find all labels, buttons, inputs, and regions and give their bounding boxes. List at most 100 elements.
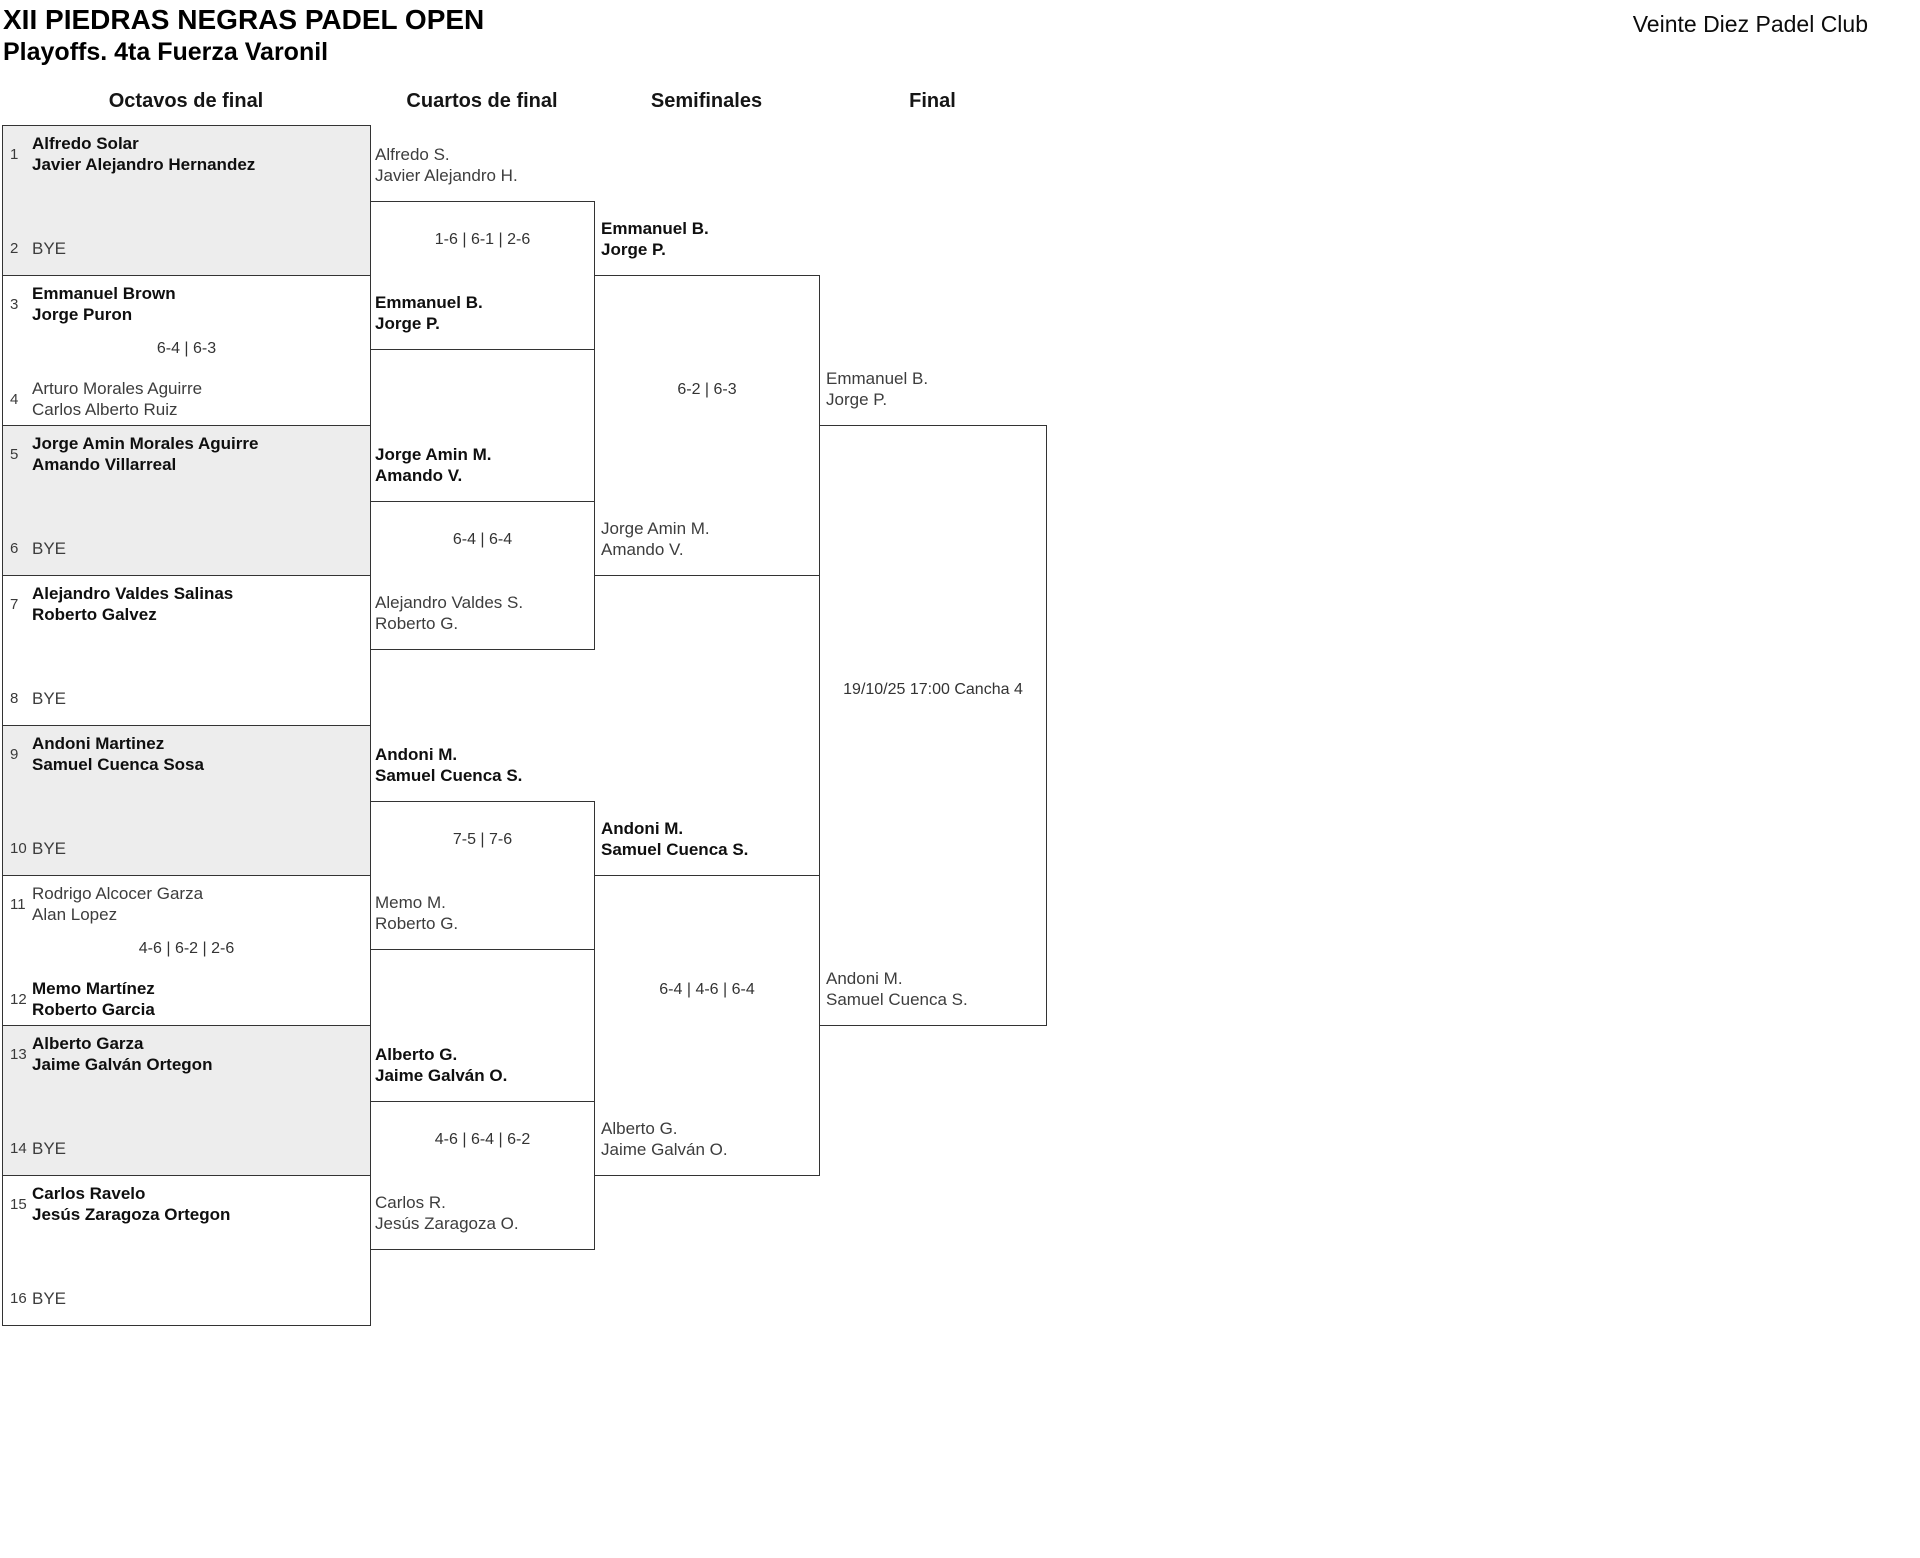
seed-number: 5 (10, 445, 19, 463)
player-name: Samuel Cuenca S. (601, 840, 749, 859)
player-name: Alejandro Valdes Salinas (32, 584, 234, 603)
player-name: Alan Lopez (32, 905, 118, 924)
seed-number: 11 (10, 895, 26, 913)
sf1-team-bottom: Jorge Amin M. Amando V. (601, 518, 819, 560)
qf1-team-bottom: Emmanuel B. Jorge P. (375, 292, 593, 334)
match-score: 1-6 | 6-1 | 2-6 (434, 231, 531, 248)
round-header-semifinales: Semifinales (650, 90, 763, 112)
slot-seed-9: 9 Andoni Martinez Samuel Cuenca Sosa (10, 733, 362, 775)
player-name: Emmanuel B. (601, 219, 709, 238)
player-name: Emmanuel B. (375, 293, 483, 312)
seed-number: 10 (10, 840, 27, 857)
player-name: Jorge P. (826, 390, 888, 409)
slot-seed-8: 8 BYE (10, 688, 362, 709)
slot-seed-12: 12 Memo Martínez Roberto Garcia (10, 978, 362, 1020)
player-name: Jaime Galván O. (601, 1140, 728, 1159)
r16-match-8: 15 Carlos Ravelo Jesús Zaragoza Ortegon … (3, 1176, 370, 1326)
seed-number: 8 (10, 690, 19, 707)
player-name: Jesús Zaragoza Ortegon (32, 1205, 231, 1224)
player-name: Amando V. (375, 466, 463, 485)
player-name: Javier Alejandro Hernandez (32, 155, 256, 174)
player-name: Alejandro Valdes S. (375, 593, 524, 612)
slot-seed-14: 14 BYE (10, 1138, 362, 1159)
team-names: Arturo Morales Aguirre Carlos Alberto Ru… (32, 378, 202, 420)
seed-number: 2 (10, 240, 19, 257)
player-name: Jorge P. (601, 240, 666, 259)
player-name: Alberto Garza (32, 1034, 144, 1053)
team-names: Memo Martínez Roberto Garcia (32, 978, 155, 1020)
seed-number: 6 (10, 540, 19, 557)
qf3-team-top: Andoni M. Samuel Cuenca S. (375, 744, 593, 786)
player-name: Alberto G. (601, 1119, 678, 1138)
player-name: Samuel Cuenca S. (826, 990, 968, 1009)
match-score: 4-6 | 6-2 | 2-6 (138, 940, 235, 957)
player-name: Alfredo Solar (32, 134, 139, 153)
bye-label: BYE (32, 1139, 67, 1158)
qf2-team-top: Jorge Amin M. Amando V. (375, 444, 593, 486)
seed-number: 14 (10, 1140, 27, 1157)
player-name: Jorge Amin Morales Aguirre (32, 434, 259, 453)
r16-match-4: 7 Alejandro Valdes Salinas Roberto Galve… (3, 576, 370, 726)
slot-seed-13: 13 Alberto Garza Jaime Galván Ortegon (10, 1033, 362, 1075)
slot-seed-16: 16 BYE (10, 1288, 362, 1309)
team-names: BYE (32, 1138, 66, 1159)
r16-match-3: 5 Jorge Amin Morales Aguirre Amando Vill… (3, 426, 370, 576)
slot-seed-4: 4 Arturo Morales Aguirre Carlos Alberto … (10, 378, 362, 420)
player-name: Andoni Martinez (32, 734, 165, 753)
match-score: 6-4 | 6-4 (452, 531, 513, 548)
team-names: Alberto Garza Jaime Galván Ortegon (32, 1033, 212, 1075)
player-name: Alfredo S. (375, 145, 450, 164)
seed-number: 7 (10, 595, 19, 613)
bye-label: BYE (32, 239, 67, 258)
player-name: Memo Martínez (32, 979, 155, 998)
player-name: Javier Alejandro H. (375, 166, 518, 185)
tournament-title: XII PIEDRAS NEGRAS PADEL OPEN (3, 4, 485, 35)
slot-seed-15: 15 Carlos Ravelo Jesús Zaragoza Ortegon (10, 1183, 362, 1225)
player-name: Andoni M. (601, 819, 684, 838)
player-name: Amando Villarreal (32, 455, 177, 474)
match-score: 6-2 | 6-3 (677, 381, 737, 398)
team-names: BYE (32, 1288, 66, 1309)
team-names: BYE (32, 238, 66, 259)
club-name: Veinte Diez Padel Club (1632, 11, 1868, 37)
sf2-team-bottom: Alberto G. Jaime Galván O. (601, 1118, 819, 1160)
qf4-team-bottom: Carlos R. Jesús Zaragoza O. (375, 1192, 593, 1234)
r16-match-6: 11 Rodrigo Alcocer Garza Alan Lopez 4-6 … (3, 876, 370, 1026)
player-name: Roberto Garcia (32, 1000, 155, 1019)
player-name: Roberto Galvez (32, 605, 157, 624)
player-name: Jorge Puron (32, 305, 133, 324)
player-name: Roberto G. (375, 614, 459, 633)
slot-seed-2: 2 BYE (10, 238, 362, 259)
team-names: Andoni Martinez Samuel Cuenca Sosa (32, 733, 204, 775)
match-score: 6-4 | 4-6 | 6-4 (659, 981, 755, 998)
r16-match-7: 13 Alberto Garza Jaime Galván Ortegon 14… (3, 1026, 370, 1176)
sf1-team-top: Emmanuel B. Jorge P. (601, 218, 819, 260)
player-name: Andoni M. (826, 969, 903, 988)
player-name: Emmanuel Brown (32, 284, 176, 303)
round-header-final: Final (909, 90, 956, 112)
player-name: Memo M. (375, 893, 446, 912)
round-header-cuartos: Cuartos de final (406, 90, 558, 112)
player-name: Jaime Galván O. (375, 1066, 508, 1085)
round-of-16-column: 1 Alfredo Solar Javier Alejandro Hernand… (2, 125, 371, 1326)
category-subtitle: Playoffs. 4ta Fuerza Varonil (3, 38, 329, 66)
team-names: Alejandro Valdes Salinas Roberto Galvez (32, 583, 233, 625)
player-name: Carlos R. (375, 1193, 446, 1212)
team-names: BYE (32, 838, 66, 859)
player-name: Carlos Alberto Ruiz (32, 400, 178, 419)
r16-match-5: 9 Andoni Martinez Samuel Cuenca Sosa 10 … (3, 726, 370, 876)
slot-seed-6: 6 BYE (10, 538, 362, 559)
bye-label: BYE (32, 689, 67, 708)
r16-match-2: 3 Emmanuel Brown Jorge Puron 6-4 | 6-3 4… (3, 276, 370, 426)
slot-seed-11: 11 Rodrigo Alcocer Garza Alan Lopez (10, 883, 362, 925)
player-name: Andoni M. (375, 745, 458, 764)
bye-label: BYE (32, 539, 67, 558)
seed-number: 12 (10, 990, 27, 1008)
match-score: 7-5 | 7-6 (452, 831, 513, 848)
seed-number: 16 (10, 1290, 27, 1307)
slot-seed-5: 5 Jorge Amin Morales Aguirre Amando Vill… (10, 433, 362, 475)
bye-label: BYE (32, 1289, 67, 1308)
team-names: BYE (32, 538, 66, 559)
slot-seed-7: 7 Alejandro Valdes Salinas Roberto Galve… (10, 583, 362, 625)
